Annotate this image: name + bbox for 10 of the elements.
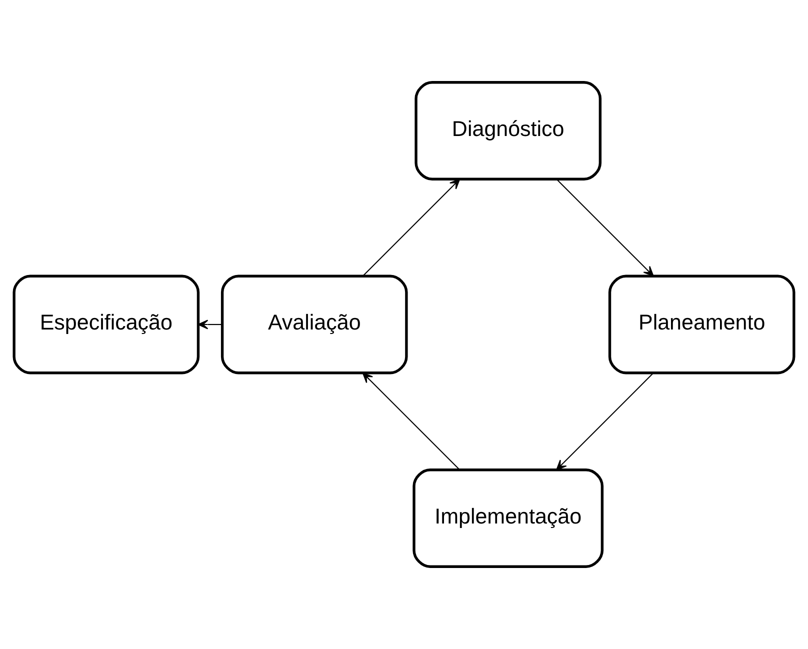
arrow bbox=[198, 320, 222, 330]
arrow bbox=[362, 178, 460, 276]
node-box: Planeamento bbox=[608, 274, 796, 374]
arrow bbox=[556, 179, 654, 276]
node-box: Implementação bbox=[412, 468, 604, 568]
node-box: Especificação bbox=[12, 274, 200, 374]
node-box: Diagnóstico bbox=[414, 81, 602, 180]
arrow bbox=[362, 372, 460, 470]
node-box: Avaliação bbox=[220, 274, 408, 374]
arrow bbox=[556, 373, 654, 470]
